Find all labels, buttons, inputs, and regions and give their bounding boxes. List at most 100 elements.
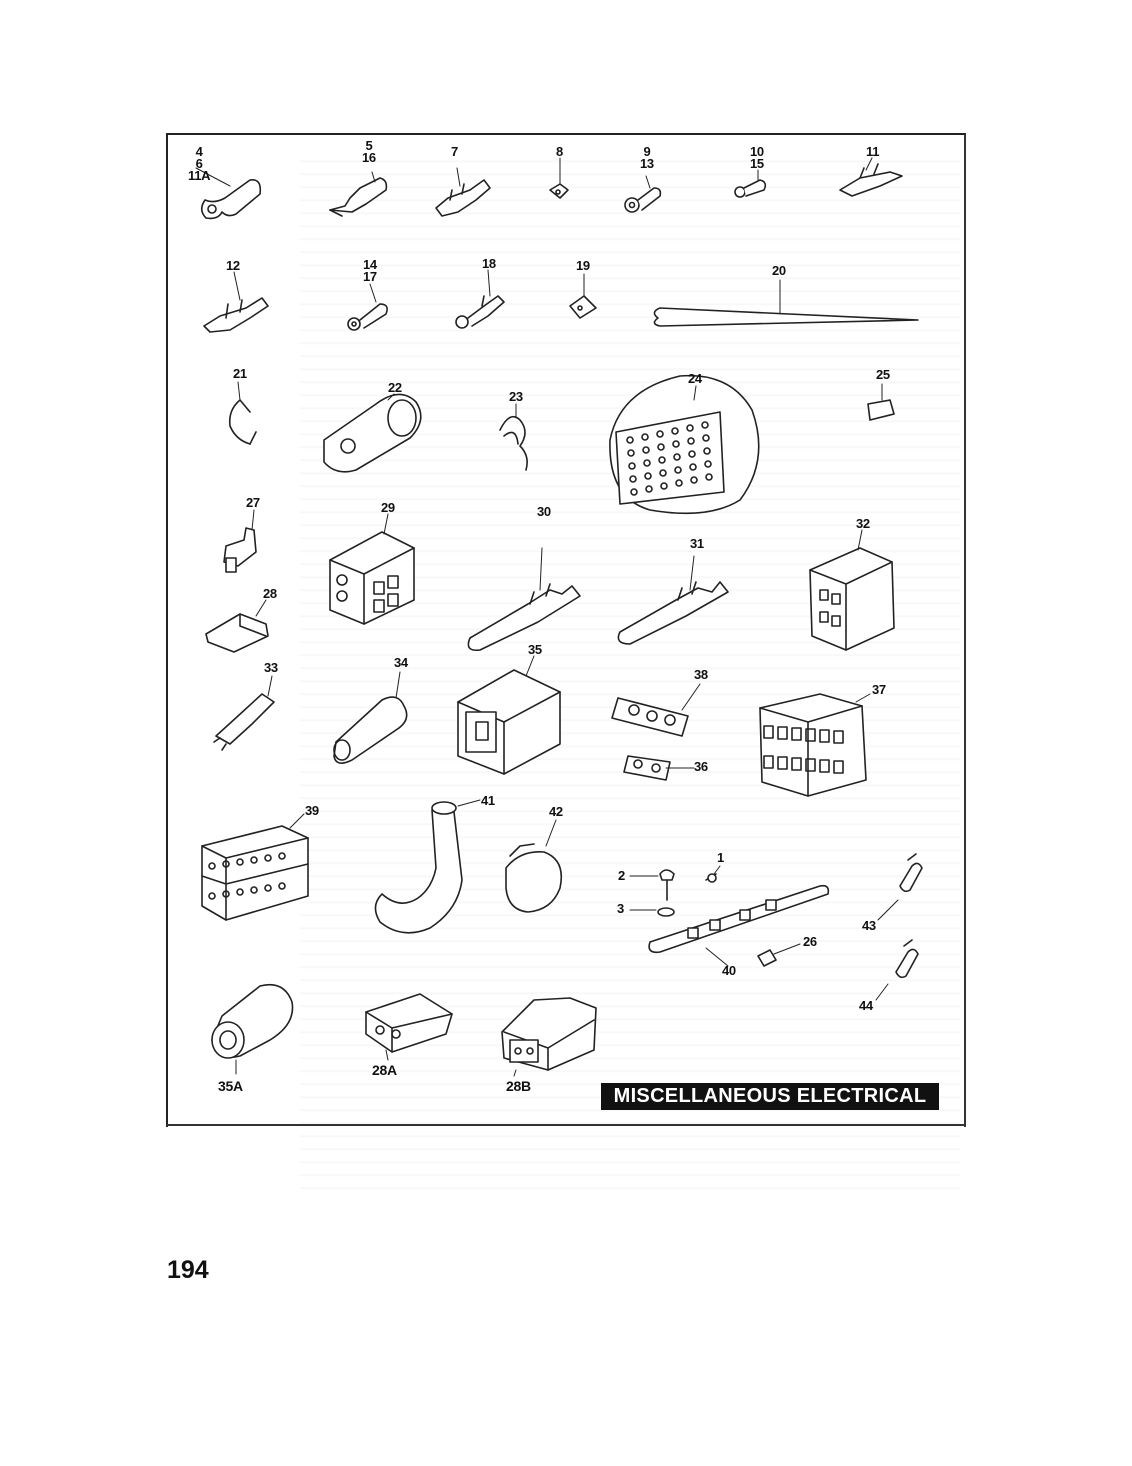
callout-3: 3 [617,901,624,916]
part-bus-bar-40 [648,884,830,967]
connector-pin-hole [641,433,649,441]
part-screw-1 [705,865,721,883]
connector-pin-hole [264,854,272,862]
connector-pin-hole [673,453,681,461]
callout-29: 29 [381,500,395,515]
connector-pin-hole [672,440,680,448]
connector-pin-hole [702,434,710,442]
callout-5-16: 5 16 [362,138,376,165]
callout-10-15: 10 15 [750,144,764,171]
callout-28: 28 [263,586,277,601]
callout-36: 36 [694,759,708,774]
part-plug-35A [211,983,294,1075]
part-plug-25 [867,383,895,421]
callout-37: 37 [872,682,886,697]
part-bolt-2 [629,869,675,901]
connector-pin-hole [628,462,636,470]
callout-18: 18 [482,256,496,271]
illustration-frame [166,133,966,1127]
callout-41: 41 [481,793,495,808]
connector-pin-hole [674,466,682,474]
part-connector-housing-29 [329,513,415,625]
callout-35a: 35A [218,1078,243,1094]
callout-14-17: 14 17 [363,257,377,284]
connector-pin-hole [705,473,713,481]
connector-cavity [833,730,844,744]
connector-pin-hole [704,460,712,468]
part-connector-27 [223,509,257,573]
callout-2: 2 [618,868,625,883]
part-multi-connector-37 [759,693,871,797]
part-clip-19 [569,273,597,319]
connector-pin-hole [208,892,216,900]
connector-cavity [819,729,830,743]
connector-pin-hole [690,476,698,484]
connector-pin-hole [626,436,634,444]
part-clip-26 [757,943,801,967]
callout-31: 31 [690,536,704,551]
part-washer-3 [629,907,675,917]
callout-7: 7 [451,144,458,159]
connector-pin-hole [643,459,651,467]
part-probe-tool-20 [653,279,919,327]
part-spade-terminal-5 [329,171,388,217]
part-terminal-33 [213,675,275,751]
callout-1: 1 [717,850,724,865]
callout-43: 43 [862,918,876,933]
part-pin-terminal-31 [617,555,729,645]
callout-38: 38 [694,667,708,682]
part-cable-clamp-22 [323,393,422,473]
connector-cavity [833,760,844,774]
connector-pin-hole [688,450,696,458]
callout-8: 8 [556,144,563,159]
part-clip-21 [228,381,257,445]
connector-pin-hole [659,469,667,477]
connector-pin-hole [278,882,286,890]
part-clip-8 [549,157,569,199]
connector-pin-hole [629,475,637,483]
connector-pin-hole [657,443,665,451]
connector-pin-hole [627,449,635,457]
connector-cavity [805,728,816,742]
part-multi-connector-24 [609,374,760,515]
connector-pin-hole [644,472,652,480]
callout-4-6-11a: 4 6 11A [188,144,211,183]
connector-pin-hole [645,485,653,493]
callout-26: 26 [803,934,817,949]
part-female-blade-7 [435,167,491,217]
callout-27: 27 [246,495,260,510]
callout-28a: 28A [372,1062,397,1078]
connector-pin-hole [656,430,664,438]
callout-12: 12 [226,258,240,273]
callout-20: 20 [772,263,786,278]
callout-25: 25 [876,367,890,382]
part-pin-terminal-30 [467,547,581,652]
part-ring-terminal-9 [624,175,662,213]
callout-42: 42 [549,804,563,819]
callout-44: 44 [859,998,873,1013]
part-ring-terminal-14 [347,283,388,331]
part-bullet-43 [877,853,923,921]
connector-pin-hole [689,463,697,471]
connector-cavity [763,725,774,739]
part-terminal-18 [455,269,505,329]
connector-pin-hole [250,856,258,864]
page-number: 194 [167,1256,209,1284]
part-connector-28B [501,997,597,1077]
part-connector-28A [365,993,453,1061]
connector-pin-hole [222,890,230,898]
callout-23: 23 [509,389,523,404]
connector-pin-hole [250,886,258,894]
callout-22: 22 [388,380,402,395]
connector-pin-hole [671,427,679,435]
connector-pin-hole [642,446,650,454]
section-title: MISCELLANEOUS ELECTRICAL [601,1083,939,1110]
part-clamp-42 [505,819,563,913]
connector-pin-hole [222,860,230,868]
frame-bottom-rule [166,1124,966,1126]
part-terminal-strip-38 [611,683,701,737]
callout-40: 40 [722,963,736,978]
connector-pin-hole [236,888,244,896]
connector-cavity [819,759,830,773]
callout-35: 35 [528,642,542,657]
